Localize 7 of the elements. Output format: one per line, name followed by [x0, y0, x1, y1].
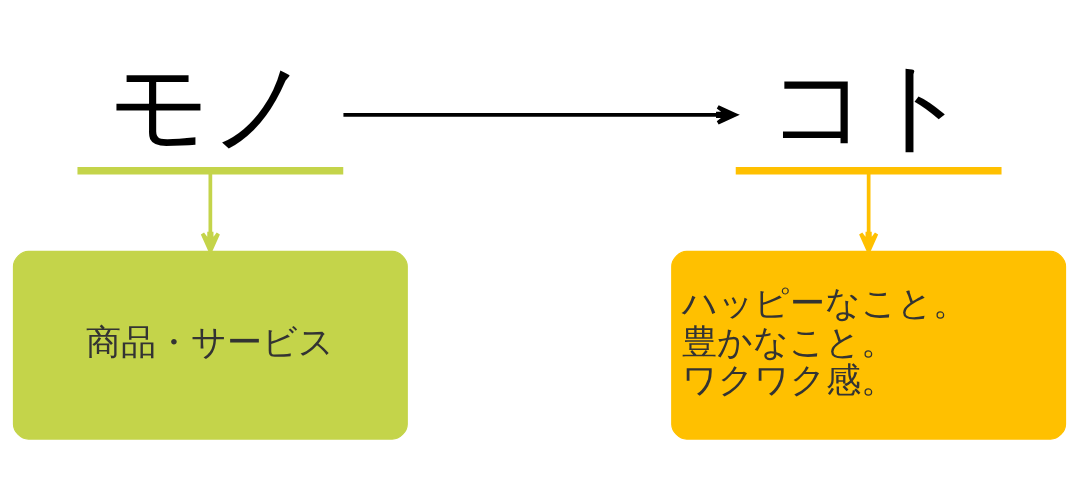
arrow — [200, 171, 221, 253]
arrow — [343, 105, 738, 125]
node-text: モノ — [109, 47, 312, 163]
node-text: コト — [767, 47, 970, 163]
node-box: 商品・サービス — [12, 250, 408, 440]
arrow — [858, 171, 879, 253]
node-box: ハッピーなこと。 豊かなこと。 ワクワク感。 — [671, 250, 1067, 440]
